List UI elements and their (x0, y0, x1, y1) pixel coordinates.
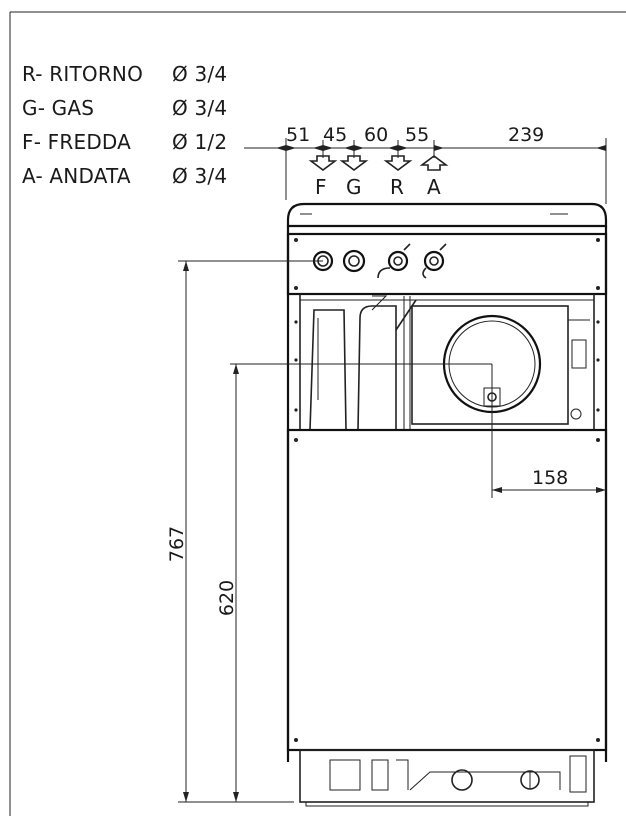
connection-fittings (312, 243, 447, 279)
dim-51: 51 (286, 124, 310, 146)
legend-diameter: Ø 1/2 (172, 130, 228, 154)
legend-diameter: Ø 3/4 (172, 62, 228, 86)
dim-620: 620 (216, 580, 238, 616)
legend-name: F- FREDDA (22, 130, 132, 154)
dimension-158: 158 (491, 364, 606, 498)
arrow-down-f (308, 155, 338, 171)
dimension-767: 767 (166, 260, 323, 803)
arrow-up-a (419, 155, 449, 171)
connection-label-g: G (346, 175, 362, 199)
legend-name: A- ANDATA (22, 164, 131, 188)
legend-name: G- GAS (22, 96, 95, 120)
dim-767: 767 (166, 526, 188, 562)
legend-diameter: Ø 3/4 (172, 96, 228, 120)
fitting-r (387, 250, 409, 272)
dim-158: 158 (532, 467, 568, 489)
fitting-g (342, 249, 366, 273)
dimension-620: 620 (216, 363, 492, 802)
legend-diameter: Ø 3/4 (172, 164, 228, 188)
connection-arrows: F G R A (308, 155, 449, 199)
fitting-a (423, 250, 445, 272)
dim-55: 55 (405, 124, 429, 146)
arrow-down-r (383, 155, 413, 171)
dim-45: 45 (323, 124, 347, 146)
top-dimension-chain: 51 45 60 55 239 (244, 124, 607, 204)
arrow-down-g (339, 155, 369, 171)
connection-label-r: R (390, 175, 404, 199)
legend-name: R- RITORNO (22, 62, 144, 86)
boiler-body (286, 202, 608, 807)
connection-label-a: A (427, 175, 441, 199)
dim-60: 60 (364, 124, 388, 146)
dim-239: 239 (508, 124, 544, 146)
connection-label-f: F (315, 175, 327, 199)
